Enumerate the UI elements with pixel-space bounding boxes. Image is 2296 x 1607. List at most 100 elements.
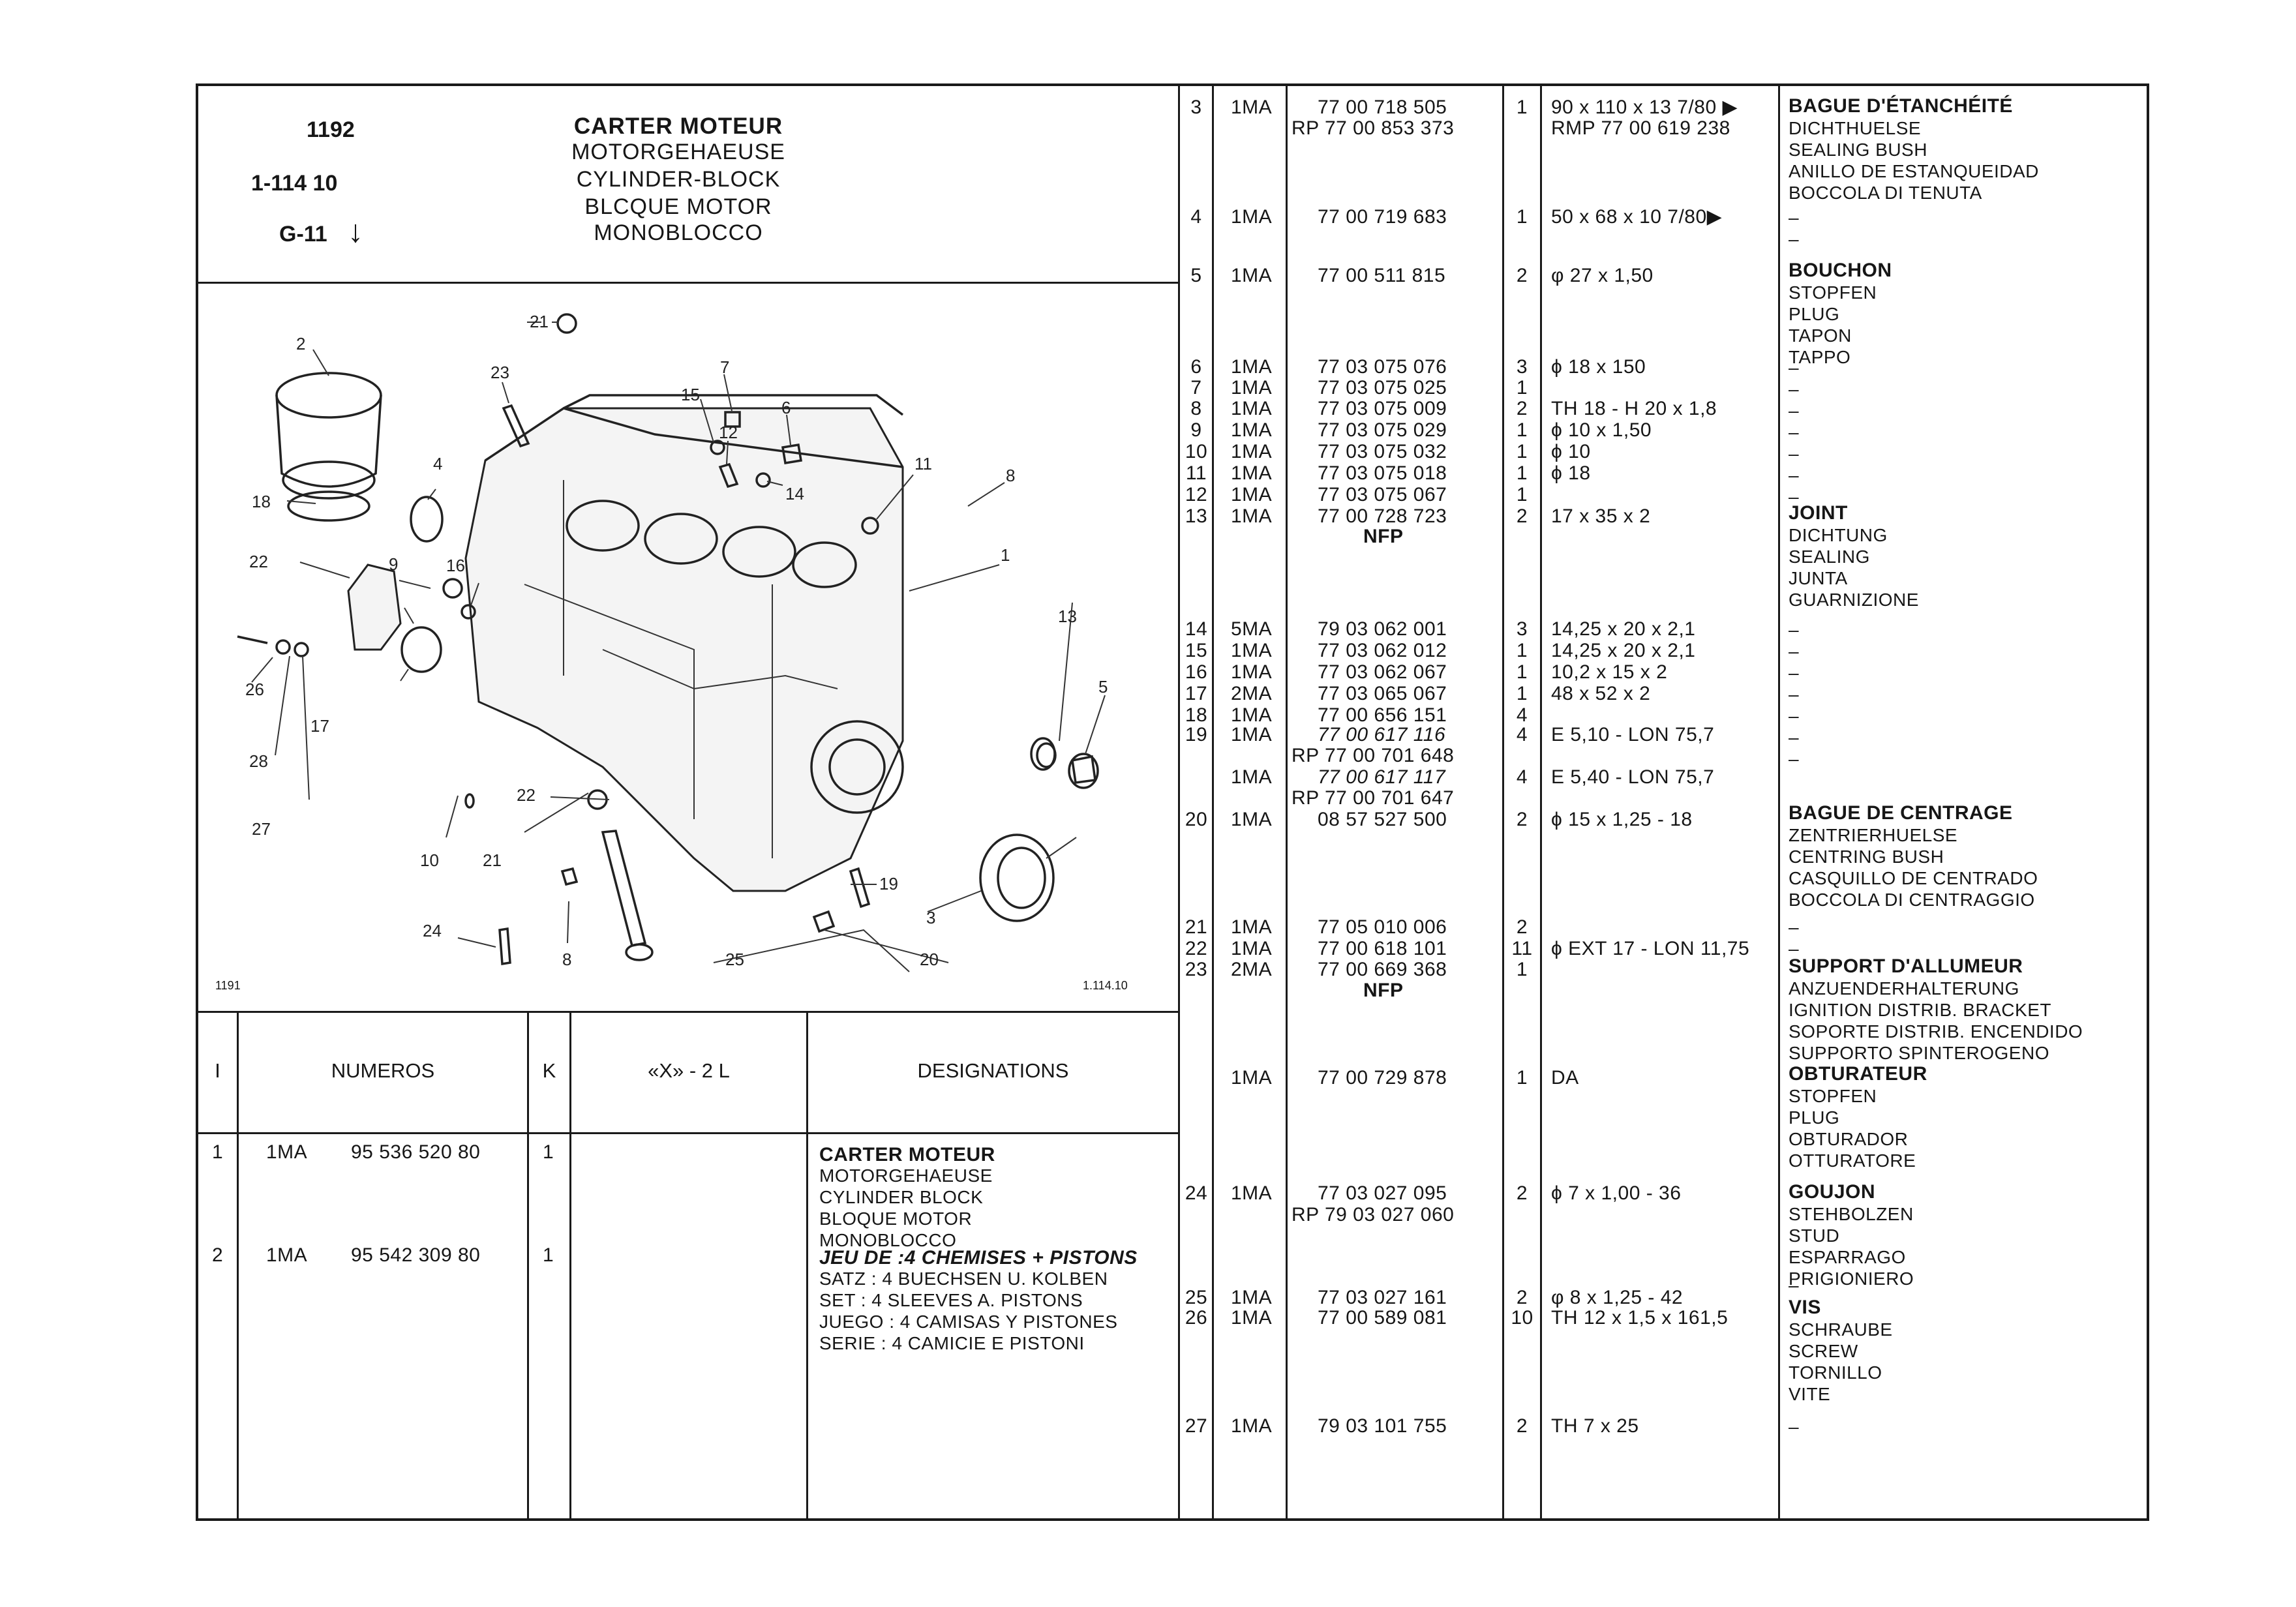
washer-14-shape bbox=[755, 472, 771, 488]
part-index: 24 bbox=[1185, 1182, 1208, 1204]
callout-7: 7 bbox=[720, 357, 729, 377]
designation-title: BAGUE D'ÉTANCHÉITÉ bbox=[1789, 95, 2013, 117]
part-dimension: 48 x 52 x 2 bbox=[1551, 683, 1651, 704]
callout-27: 26 bbox=[245, 680, 264, 699]
washer-16-shape bbox=[461, 604, 476, 620]
col-header-x: «X» - 2 L bbox=[648, 1059, 730, 1082]
callout-19: 19 bbox=[879, 874, 898, 894]
callout-13: 13 bbox=[1058, 607, 1077, 626]
header-title-de: MOTORGEHAEUSE bbox=[571, 140, 785, 164]
part-quantity: 1 bbox=[1516, 640, 1528, 661]
part-number: RP 77 00 701 647 bbox=[1292, 787, 1455, 809]
lower-row-designation-line: SET : 4 SLEEVES A. PISTONS bbox=[819, 1290, 1083, 1310]
header-code-group: G-11 bbox=[279, 222, 327, 247]
part-code: 1MA bbox=[1231, 724, 1273, 745]
lower-row-designation-line: MOTORGEHAEUSE bbox=[819, 1165, 993, 1186]
designation-line: – bbox=[1789, 684, 1800, 704]
designation-line: CASQUILLO DE CENTRADO bbox=[1789, 868, 2038, 888]
seal-ring-3-shape bbox=[979, 834, 1055, 922]
part-dimension: ϕ 18 bbox=[1551, 462, 1591, 484]
part-quantity: 4 bbox=[1516, 766, 1528, 788]
plug-22-top-shape bbox=[556, 313, 577, 334]
designation-line: – bbox=[1789, 706, 1800, 726]
part-code: 1MA bbox=[1231, 265, 1273, 286]
callout-23: 22 bbox=[249, 552, 268, 571]
callout-15: 15 bbox=[681, 385, 700, 404]
designation-line: – bbox=[1789, 229, 1800, 249]
pin-12-shape bbox=[718, 462, 739, 488]
lower-row-designation-line: SATZ : 4 BUECHSEN U. KOLBEN bbox=[819, 1269, 1108, 1289]
drawing-ref-left: 1191 bbox=[215, 979, 241, 992]
part-number: 79 03 101 755 bbox=[1318, 1415, 1447, 1437]
part-index: 6 bbox=[1190, 356, 1202, 378]
pin-8-shape bbox=[560, 867, 579, 886]
designation-line: OTTURATORE bbox=[1789, 1150, 1916, 1171]
designation-line: ANZUENDERHALTERUNG bbox=[1789, 978, 2019, 999]
designation-line: – bbox=[1789, 465, 1800, 485]
part-number: 77 03 075 067 bbox=[1318, 484, 1447, 505]
seal-ring-4-shape bbox=[410, 496, 444, 543]
part-code: 2MA bbox=[1231, 959, 1273, 980]
part-code: 1MA bbox=[1231, 766, 1273, 788]
part-code: 1MA bbox=[1231, 441, 1273, 462]
designation-line: BOCCOLA DI CENTRAGGIO bbox=[1789, 890, 2035, 910]
header-title-en: CYLINDER-BLOCK bbox=[576, 167, 781, 192]
part-number: RP 79 03 027 060 bbox=[1292, 1204, 1455, 1225]
designation-title: VIS bbox=[1789, 1297, 1821, 1318]
seal-ring-17-shape bbox=[400, 626, 442, 673]
part-index: 21 bbox=[1185, 916, 1208, 938]
part-index: 26 bbox=[1185, 1307, 1208, 1329]
left-column-divider bbox=[1178, 83, 1180, 1521]
lower-row-index: 2 bbox=[212, 1244, 224, 1266]
callout-24: 23 bbox=[491, 363, 509, 382]
part-code: 1MA bbox=[1231, 704, 1273, 726]
designation-line: – bbox=[1789, 620, 1800, 640]
plug-20-shape bbox=[812, 910, 836, 933]
part-index: 19 bbox=[1185, 724, 1208, 745]
part-number: RP 77 00 853 373 bbox=[1292, 117, 1455, 139]
part-quantity: 2 bbox=[1516, 1415, 1528, 1437]
designation-line: SOPORTE DISTRIB. ENCENDIDO bbox=[1789, 1021, 2083, 1042]
part-code: 1MA bbox=[1231, 916, 1273, 938]
callout-20: 20 bbox=[920, 950, 939, 969]
part-code: 1MA bbox=[1231, 661, 1273, 683]
part-quantity: 2 bbox=[1516, 1287, 1528, 1308]
header-title-it: MONOBLOCCO bbox=[594, 220, 763, 245]
part-dimension: E 5,40 - LON 75,7 bbox=[1551, 766, 1715, 788]
lower-row-designation-line: CARTER MOTEUR bbox=[819, 1144, 995, 1165]
lower-row-k: 1 bbox=[543, 1244, 554, 1266]
designation-line: – bbox=[1789, 749, 1800, 769]
part-dimension: ϕ 7 x 1,00 - 36 bbox=[1551, 1182, 1682, 1204]
part-code: 1MA bbox=[1231, 356, 1273, 378]
part-number: 77 00 719 683 bbox=[1318, 206, 1447, 228]
drawing-divider bbox=[196, 1011, 1179, 1013]
stud-26-head-shape bbox=[625, 943, 654, 961]
part-code: 1MA bbox=[1231, 1307, 1273, 1329]
designation-line: TAPON bbox=[1789, 325, 1852, 346]
part-number: 77 03 075 018 bbox=[1318, 462, 1447, 484]
designation-line: – bbox=[1789, 663, 1800, 683]
part-number: 77 00 511 815 bbox=[1318, 265, 1446, 286]
part-code: 1MA bbox=[1231, 398, 1273, 419]
designation-line: JUNTA bbox=[1789, 568, 1848, 588]
callout-22-bottom: 22 bbox=[517, 785, 536, 805]
header-code-main: 1192 bbox=[307, 117, 355, 142]
part-code: 5MA bbox=[1231, 618, 1273, 640]
arrow-down-icon: ↓ bbox=[348, 215, 363, 249]
designation-line: – bbox=[1789, 443, 1800, 464]
part-number: 77 00 618 101 bbox=[1318, 938, 1447, 959]
pin-24-shape bbox=[502, 404, 530, 448]
col-header-k: K bbox=[542, 1059, 556, 1082]
pin-25-shape bbox=[498, 927, 511, 966]
plug-7-shape bbox=[724, 411, 741, 428]
designation-line: GUARNIZIONE bbox=[1789, 590, 1919, 610]
lower-row-designation-line: JUEGO : 4 CAMISAS Y PISTONES bbox=[819, 1312, 1118, 1332]
right-col-line-5 bbox=[1778, 83, 1780, 1521]
washer-15-shape bbox=[710, 440, 725, 455]
part-dimension: ϕ 10 x 1,50 bbox=[1551, 419, 1652, 441]
part-dimension: ϕ 15 x 1,25 - 18 bbox=[1551, 809, 1693, 830]
designation-title: GOUJON bbox=[1789, 1181, 1876, 1203]
part-index: 5 bbox=[1190, 265, 1202, 286]
lower-col-line-1 bbox=[237, 1011, 239, 1521]
plug-9-shape bbox=[442, 578, 463, 599]
